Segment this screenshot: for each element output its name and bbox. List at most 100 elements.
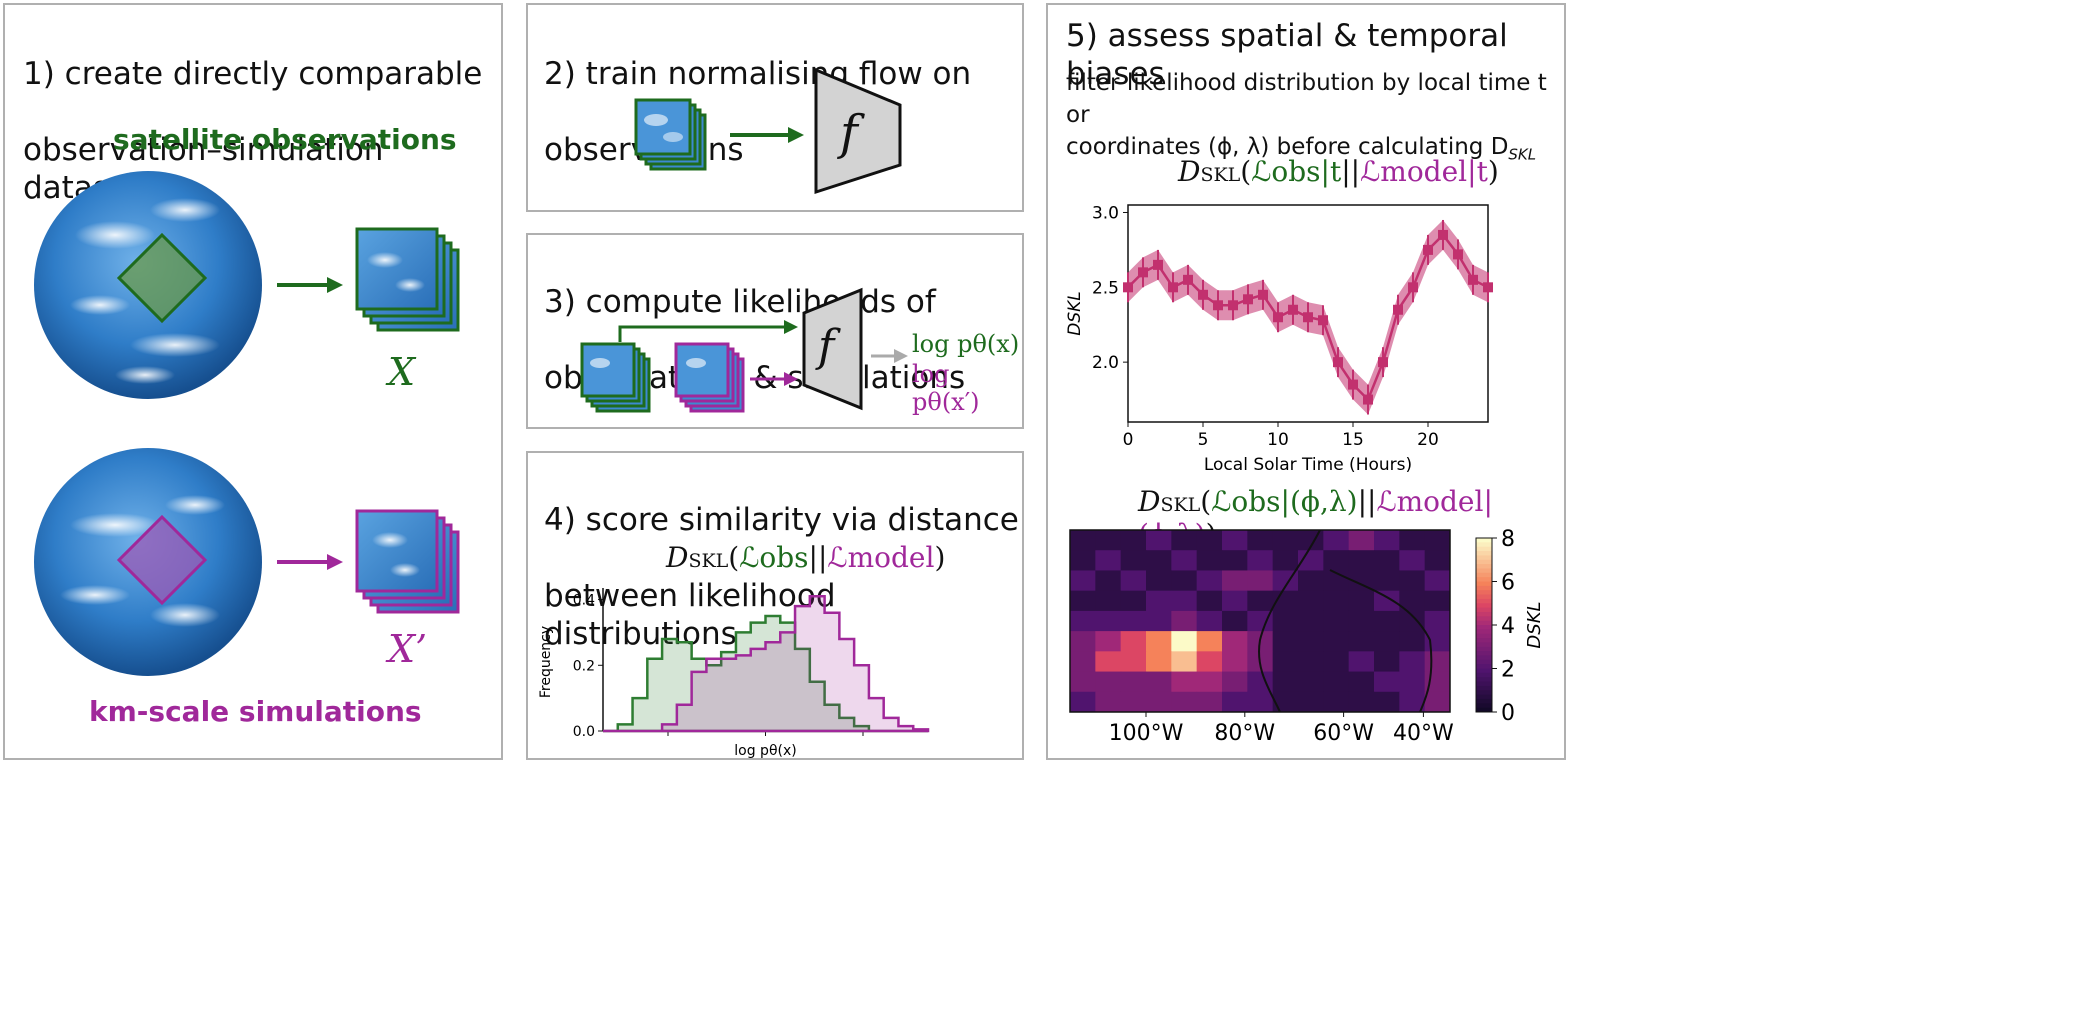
colorbar-segment — [1476, 642, 1492, 648]
line-point — [1423, 244, 1433, 255]
heatmap-cell — [1146, 671, 1172, 693]
heatmap-cell — [1196, 530, 1223, 551]
heatmap-cell — [1323, 651, 1350, 673]
heatmap-cell — [1146, 530, 1172, 551]
colorbar-segment — [1476, 625, 1492, 630]
heatmap-cell — [1424, 530, 1451, 551]
colorbar-segment — [1476, 555, 1492, 561]
panel-score: 4) score similarity via distance between… — [526, 451, 1024, 760]
heatmap-xtick-label: 80°W — [1214, 721, 1275, 746]
heatmap-cell — [1120, 550, 1147, 571]
heatmap-cell — [1399, 651, 1426, 673]
colorbar-tick-label: 8 — [1501, 527, 1515, 552]
heatmap-cell — [1222, 651, 1248, 673]
x-label: X — [388, 350, 416, 394]
heatmap-cell — [1247, 610, 1274, 632]
heatmap-cell — [1374, 530, 1400, 551]
colorbar-segment — [1476, 668, 1492, 674]
coastline-2 — [1329, 569, 1433, 713]
line-x-label: Local Solar Time (Hours) — [1204, 455, 1412, 475]
colorbar-segment — [1476, 638, 1492, 643]
heatmap-cell — [1070, 610, 1096, 632]
heatmap-cell — [1323, 671, 1350, 693]
heatmap-cell — [1298, 691, 1324, 713]
heatmap-cell — [1399, 570, 1426, 592]
line-point — [1183, 274, 1193, 285]
obs-tile-stack-small — [634, 98, 707, 171]
panel5-desc-sub: SKL — [1508, 145, 1537, 164]
heatmap-cell — [1323, 550, 1350, 571]
flow-model-shape-3 — [802, 287, 863, 411]
colorbar-tick-label: 4 — [1501, 614, 1515, 639]
heatmap-cell — [1196, 610, 1223, 632]
heatmap-cell — [1374, 570, 1400, 592]
heatmap-cell — [1171, 610, 1198, 632]
heatmap-cell — [1298, 570, 1324, 592]
heatmap-cell — [1146, 691, 1172, 713]
sim-label: km-scale simulations — [89, 695, 422, 728]
heatmap-cell — [1424, 570, 1451, 592]
heatmap-cell — [1095, 570, 1122, 592]
colorbar-segment — [1476, 559, 1492, 565]
line-point — [1153, 259, 1163, 270]
panel3-title-line1: 3) compute likelihoods of — [544, 284, 936, 320]
heatmap-cell — [1247, 530, 1274, 551]
heatmap-cell — [1120, 691, 1147, 713]
heatmap-cell — [1171, 651, 1198, 673]
flow-model-shape — [814, 67, 902, 195]
heatmap-cell — [1323, 691, 1350, 713]
panel4-title-line1: 4) score similarity via distance — [544, 502, 1019, 538]
colorbar-label: DSKL — [1524, 601, 1545, 648]
formula-t-model: ℒmodel|t — [1360, 155, 1488, 188]
colorbar-tick-label: 6 — [1501, 571, 1515, 596]
colorbar-segment — [1476, 690, 1492, 696]
line-point — [1243, 294, 1253, 305]
heatmap-cell — [1196, 691, 1223, 713]
panel5-desc-line1: filter likelihood distribution by local … — [1066, 70, 1547, 128]
heatmap-cell — [1348, 651, 1375, 673]
colorbar-segment — [1476, 677, 1492, 683]
panel5-desc-line2: coordinates (ϕ, λ) before calculating D — [1066, 134, 1509, 160]
heatmap-cell — [1146, 610, 1172, 632]
hist-ytick-label: 0.4 — [573, 593, 595, 609]
flow-label-train: f — [840, 105, 858, 161]
heatmap-cell — [1424, 631, 1451, 652]
panel5-description: filter likelihood distribution by local … — [1066, 67, 1564, 171]
heatmap-cell — [1070, 651, 1096, 673]
heatmap-cell — [1070, 570, 1096, 592]
heatmap-cell — [1399, 691, 1426, 713]
panel3-graphics — [580, 287, 908, 413]
colorbar-segment — [1476, 551, 1492, 556]
heatmap-cell — [1272, 610, 1299, 632]
heatmap-cell — [1247, 671, 1274, 693]
heatmap-cell — [1399, 610, 1426, 632]
colorbar-segment — [1476, 594, 1492, 600]
colorbar-segment — [1476, 585, 1492, 591]
panel2-graphics — [634, 67, 902, 195]
line-frame — [1127, 204, 1489, 423]
score-formula: DSKL(ℒobs||ℒmodel) — [666, 541, 946, 574]
heatmap-cell — [1120, 651, 1147, 673]
heatmap-cell — [1348, 570, 1375, 592]
hist-x-label: log pθ(x) — [734, 743, 796, 758]
panel4-title: 4) score similarity via distance between… — [544, 463, 1022, 691]
heatmap-cell — [1120, 631, 1147, 652]
heatmap-cell — [1348, 550, 1375, 571]
line-point — [1213, 300, 1223, 311]
sim-tile-stack — [355, 509, 460, 614]
colorbar-segment — [1476, 651, 1492, 656]
line-point — [1483, 282, 1493, 293]
panel-biases: 5) assess spatial & temporal biases filt… — [1046, 3, 1566, 760]
heatmap-cell — [1171, 631, 1198, 652]
earth-simulations — [34, 448, 262, 676]
coastline — [1258, 529, 1321, 713]
colorbar-segment — [1476, 620, 1492, 626]
line-point — [1468, 274, 1478, 285]
heatmap-cell — [1222, 570, 1248, 592]
sim-tiles-panel3 — [674, 342, 745, 413]
colorbar-segment — [1476, 538, 1492, 543]
line-point — [1363, 394, 1373, 405]
line-point — [1198, 289, 1208, 300]
